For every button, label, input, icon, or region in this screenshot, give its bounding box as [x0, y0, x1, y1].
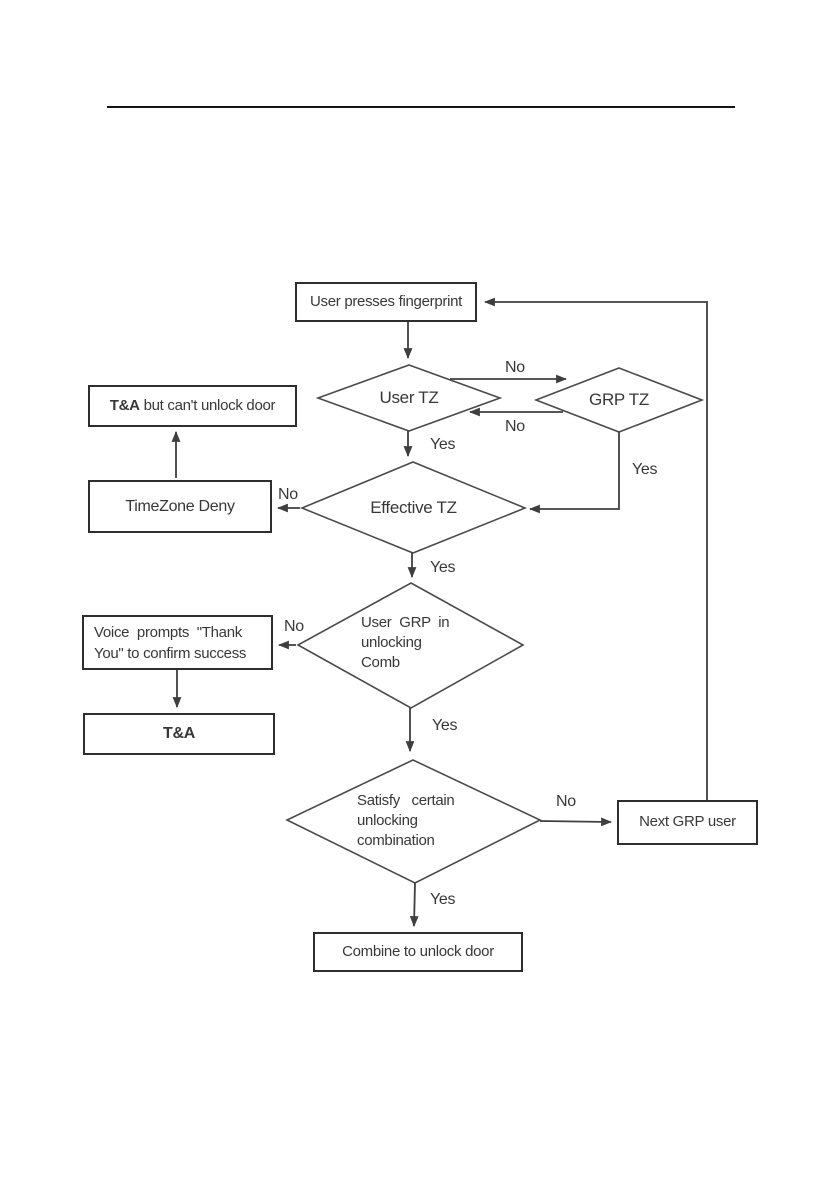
- edge-grptz-yes-to-effectivetz: [528, 432, 620, 514]
- edge-label-usergrp-yes: Yes: [432, 717, 458, 734]
- decision-effective-tz-label: Effective TZ: [370, 498, 457, 517]
- edge-label-grptz-no: No: [505, 418, 525, 435]
- edge-label-grptz-yes: Yes: [632, 461, 658, 478]
- node-label-rest: but can't unlock door: [139, 396, 276, 414]
- edge-satisfy-yes-to-combine: [409, 882, 419, 928]
- edge-label-usertz-yes: Yes: [430, 436, 456, 453]
- edge-label-satisfy-yes: Yes: [430, 891, 456, 908]
- node-label: Voice prompts "Thank You" to confirm suc…: [94, 623, 247, 662]
- node-ta-but-cant-unlock: T&A but can't unlock door: [88, 385, 297, 427]
- edge-nextgrp-to-start: [483, 297, 708, 800]
- node-label: T&A: [163, 725, 195, 742]
- edge-label-effectivetz-no: No: [278, 486, 298, 503]
- node-label-bold: T&A: [109, 396, 140, 414]
- decision-effective-tz: [299, 461, 528, 554]
- node-label: TimeZone Deny: [125, 497, 235, 515]
- node-label: T&A but can't unlock door: [109, 396, 276, 416]
- edge-label-usergrp-no: No: [284, 618, 304, 635]
- node-voice-prompts: Voice prompts "Thank You" to confirm suc…: [82, 615, 273, 670]
- edge-satisfy-no-to-nextgrp: [539, 817, 613, 827]
- node-combine-unlock-door: Combine to unlock door: [313, 932, 523, 972]
- decision-user-grp: [296, 582, 525, 709]
- decision-user-tz-label: User TZ: [379, 388, 439, 407]
- decision-user-grp-label: User GRP in unlocking Comb: [361, 614, 450, 671]
- edge-label-effectivetz-yes: Yes: [430, 559, 456, 576]
- node-label: User presses fingerprint: [309, 292, 463, 310]
- node-label: Combine to unlock door: [342, 942, 494, 960]
- decision-grp-tz-label: GRP TZ: [589, 390, 649, 409]
- node-label: Next GRP user: [639, 813, 736, 831]
- header-rule: [107, 106, 735, 108]
- decision-satisfy-label: Satisfy certain unlocking combination: [357, 792, 455, 849]
- node-ta: T&A: [83, 713, 275, 755]
- edge-label-usertz-no: No: [505, 359, 525, 376]
- node-next-grp-user: Next GRP user: [617, 800, 758, 845]
- decision-user-tz: [315, 364, 503, 432]
- node-timezone-deny: TimeZone Deny: [88, 480, 272, 533]
- edge-label-satisfy-no: No: [556, 793, 576, 810]
- node-user-presses-fingerprint: User presses fingerprint: [295, 282, 477, 322]
